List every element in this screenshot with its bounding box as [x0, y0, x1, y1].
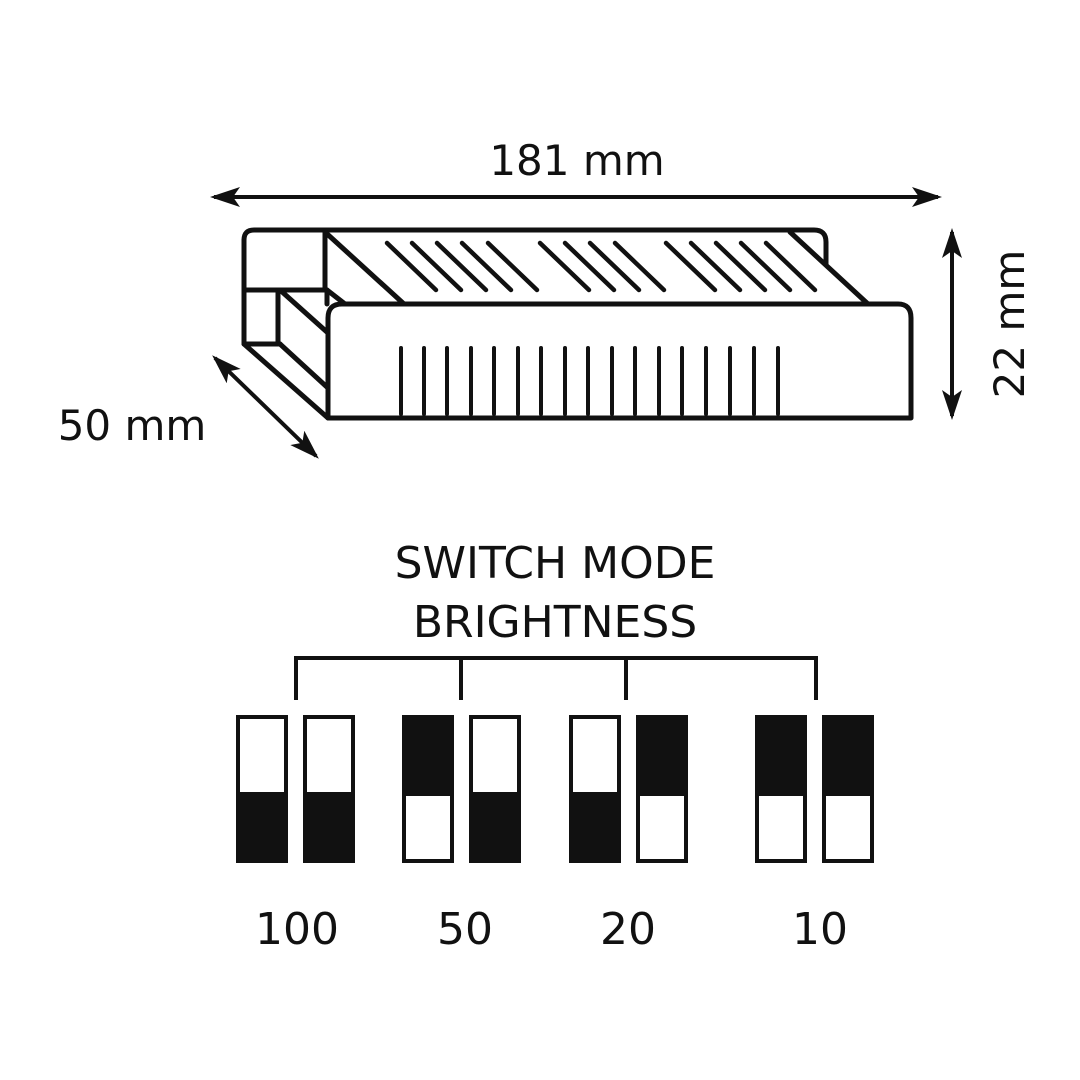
dip-switch-down [236, 715, 288, 863]
dip-switch-up [636, 715, 688, 863]
switch-group-label: 100 [255, 904, 339, 955]
height-label: 22 mm [985, 250, 1034, 399]
front-panel [325, 301, 914, 421]
switch-group-label: 50 [437, 904, 493, 955]
switch-bracket [294, 656, 818, 700]
switch-title-line2: BRIGHTNESS [413, 597, 697, 648]
dip-switch-array: 100 50 20 10 [236, 715, 874, 955]
switch-window [307, 719, 351, 792]
switch-window [473, 719, 517, 792]
width-label: 181 mm [489, 136, 664, 185]
switch-group-20: 20 [569, 715, 688, 955]
power-supply-drawing [241, 227, 914, 421]
front-vent-slots [399, 346, 780, 416]
left-end-cap [241, 237, 331, 421]
dip-switch-down [469, 715, 521, 863]
switch-group-label: 10 [792, 904, 848, 955]
switch-window [240, 719, 284, 792]
switch-window [640, 796, 684, 859]
switch-window [826, 796, 870, 859]
switch-group-50: 50 [402, 715, 521, 955]
depth-label: 50 mm [58, 401, 207, 450]
switch-window [573, 719, 617, 792]
height-dimension: 22 mm [942, 228, 1034, 420]
switch-window [406, 796, 450, 859]
dip-switch-up [822, 715, 874, 863]
switch-group-100: 100 [236, 715, 355, 955]
switch-window [759, 796, 803, 859]
dip-switch-down [569, 715, 621, 863]
dip-switch-up [402, 715, 454, 863]
switch-group-label: 20 [600, 904, 656, 955]
switch-group-10: 10 [755, 715, 874, 955]
dip-switch-down [303, 715, 355, 863]
switch-title-line1: SWITCH MODE [395, 538, 716, 589]
depth-dimension: 50 mm [58, 355, 319, 459]
width-dimension: 181 mm [210, 136, 942, 207]
top-vent-slots [384, 240, 818, 293]
depth-arrow [212, 355, 319, 459]
dip-switch-up [755, 715, 807, 863]
